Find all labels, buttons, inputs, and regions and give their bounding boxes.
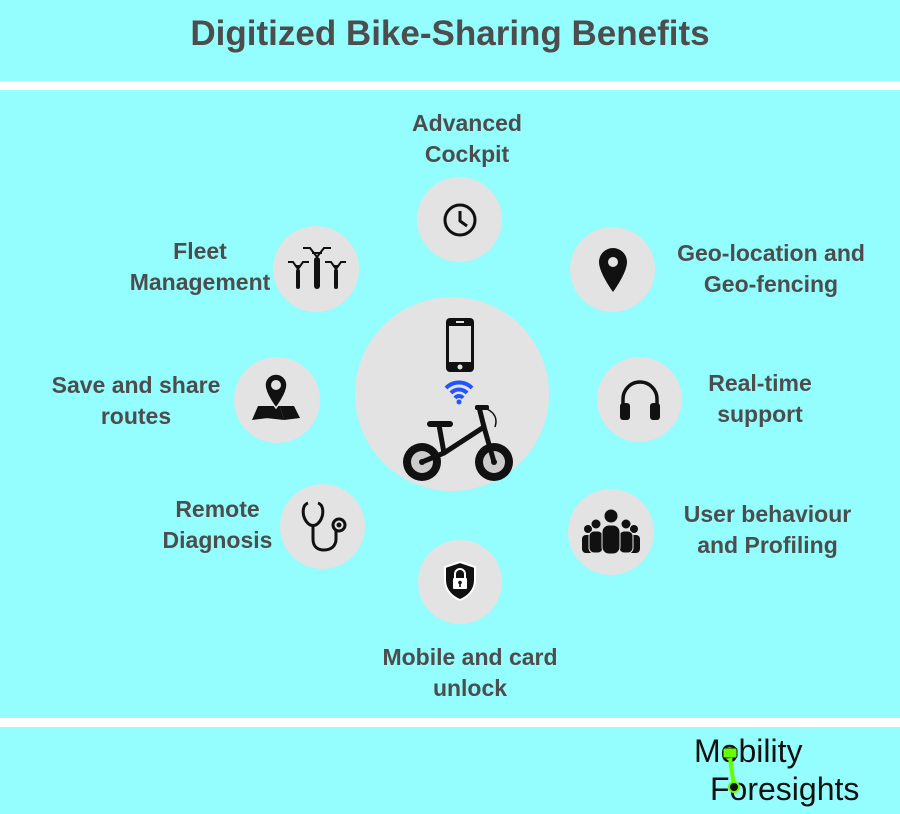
benefit-circle-routes: [234, 357, 320, 443]
group-icon: [582, 508, 640, 555]
piston-logo-icon: [722, 747, 740, 793]
benefit-circle-fleet: [273, 226, 359, 312]
benefit-circle-support: [597, 357, 682, 442]
balance-bike-icon: [403, 405, 513, 481]
stethoscope-icon: [301, 501, 347, 552]
map-route-icon: [252, 373, 300, 420]
benefit-circle-geo: [570, 227, 655, 312]
mobility-foresights-logo: Mobility Foresights: [694, 732, 859, 808]
benefit-circle-profiling: [568, 489, 654, 575]
clock-icon: [443, 203, 477, 237]
benefit-circle-unlock: [418, 540, 502, 624]
divider-top: [0, 81, 900, 90]
headphones-icon: [620, 380, 660, 420]
smartphone-icon: [446, 318, 474, 372]
logo-line-2: Foresights: [710, 771, 860, 807]
map-pin-icon: [599, 248, 627, 292]
wifi-icon: [444, 380, 474, 405]
bikes-fleet-icon: [288, 247, 346, 289]
divider-bottom: [0, 718, 900, 727]
page-title: Digitized Bike-Sharing Benefits: [190, 14, 710, 53]
benefit-circle-diagnosis: [280, 484, 365, 569]
benefit-circle-cockpit: [417, 177, 502, 262]
logo-line-1: Mobility: [694, 733, 803, 769]
center-hub: [355, 297, 549, 491]
shield-lock-icon: [444, 560, 476, 602]
